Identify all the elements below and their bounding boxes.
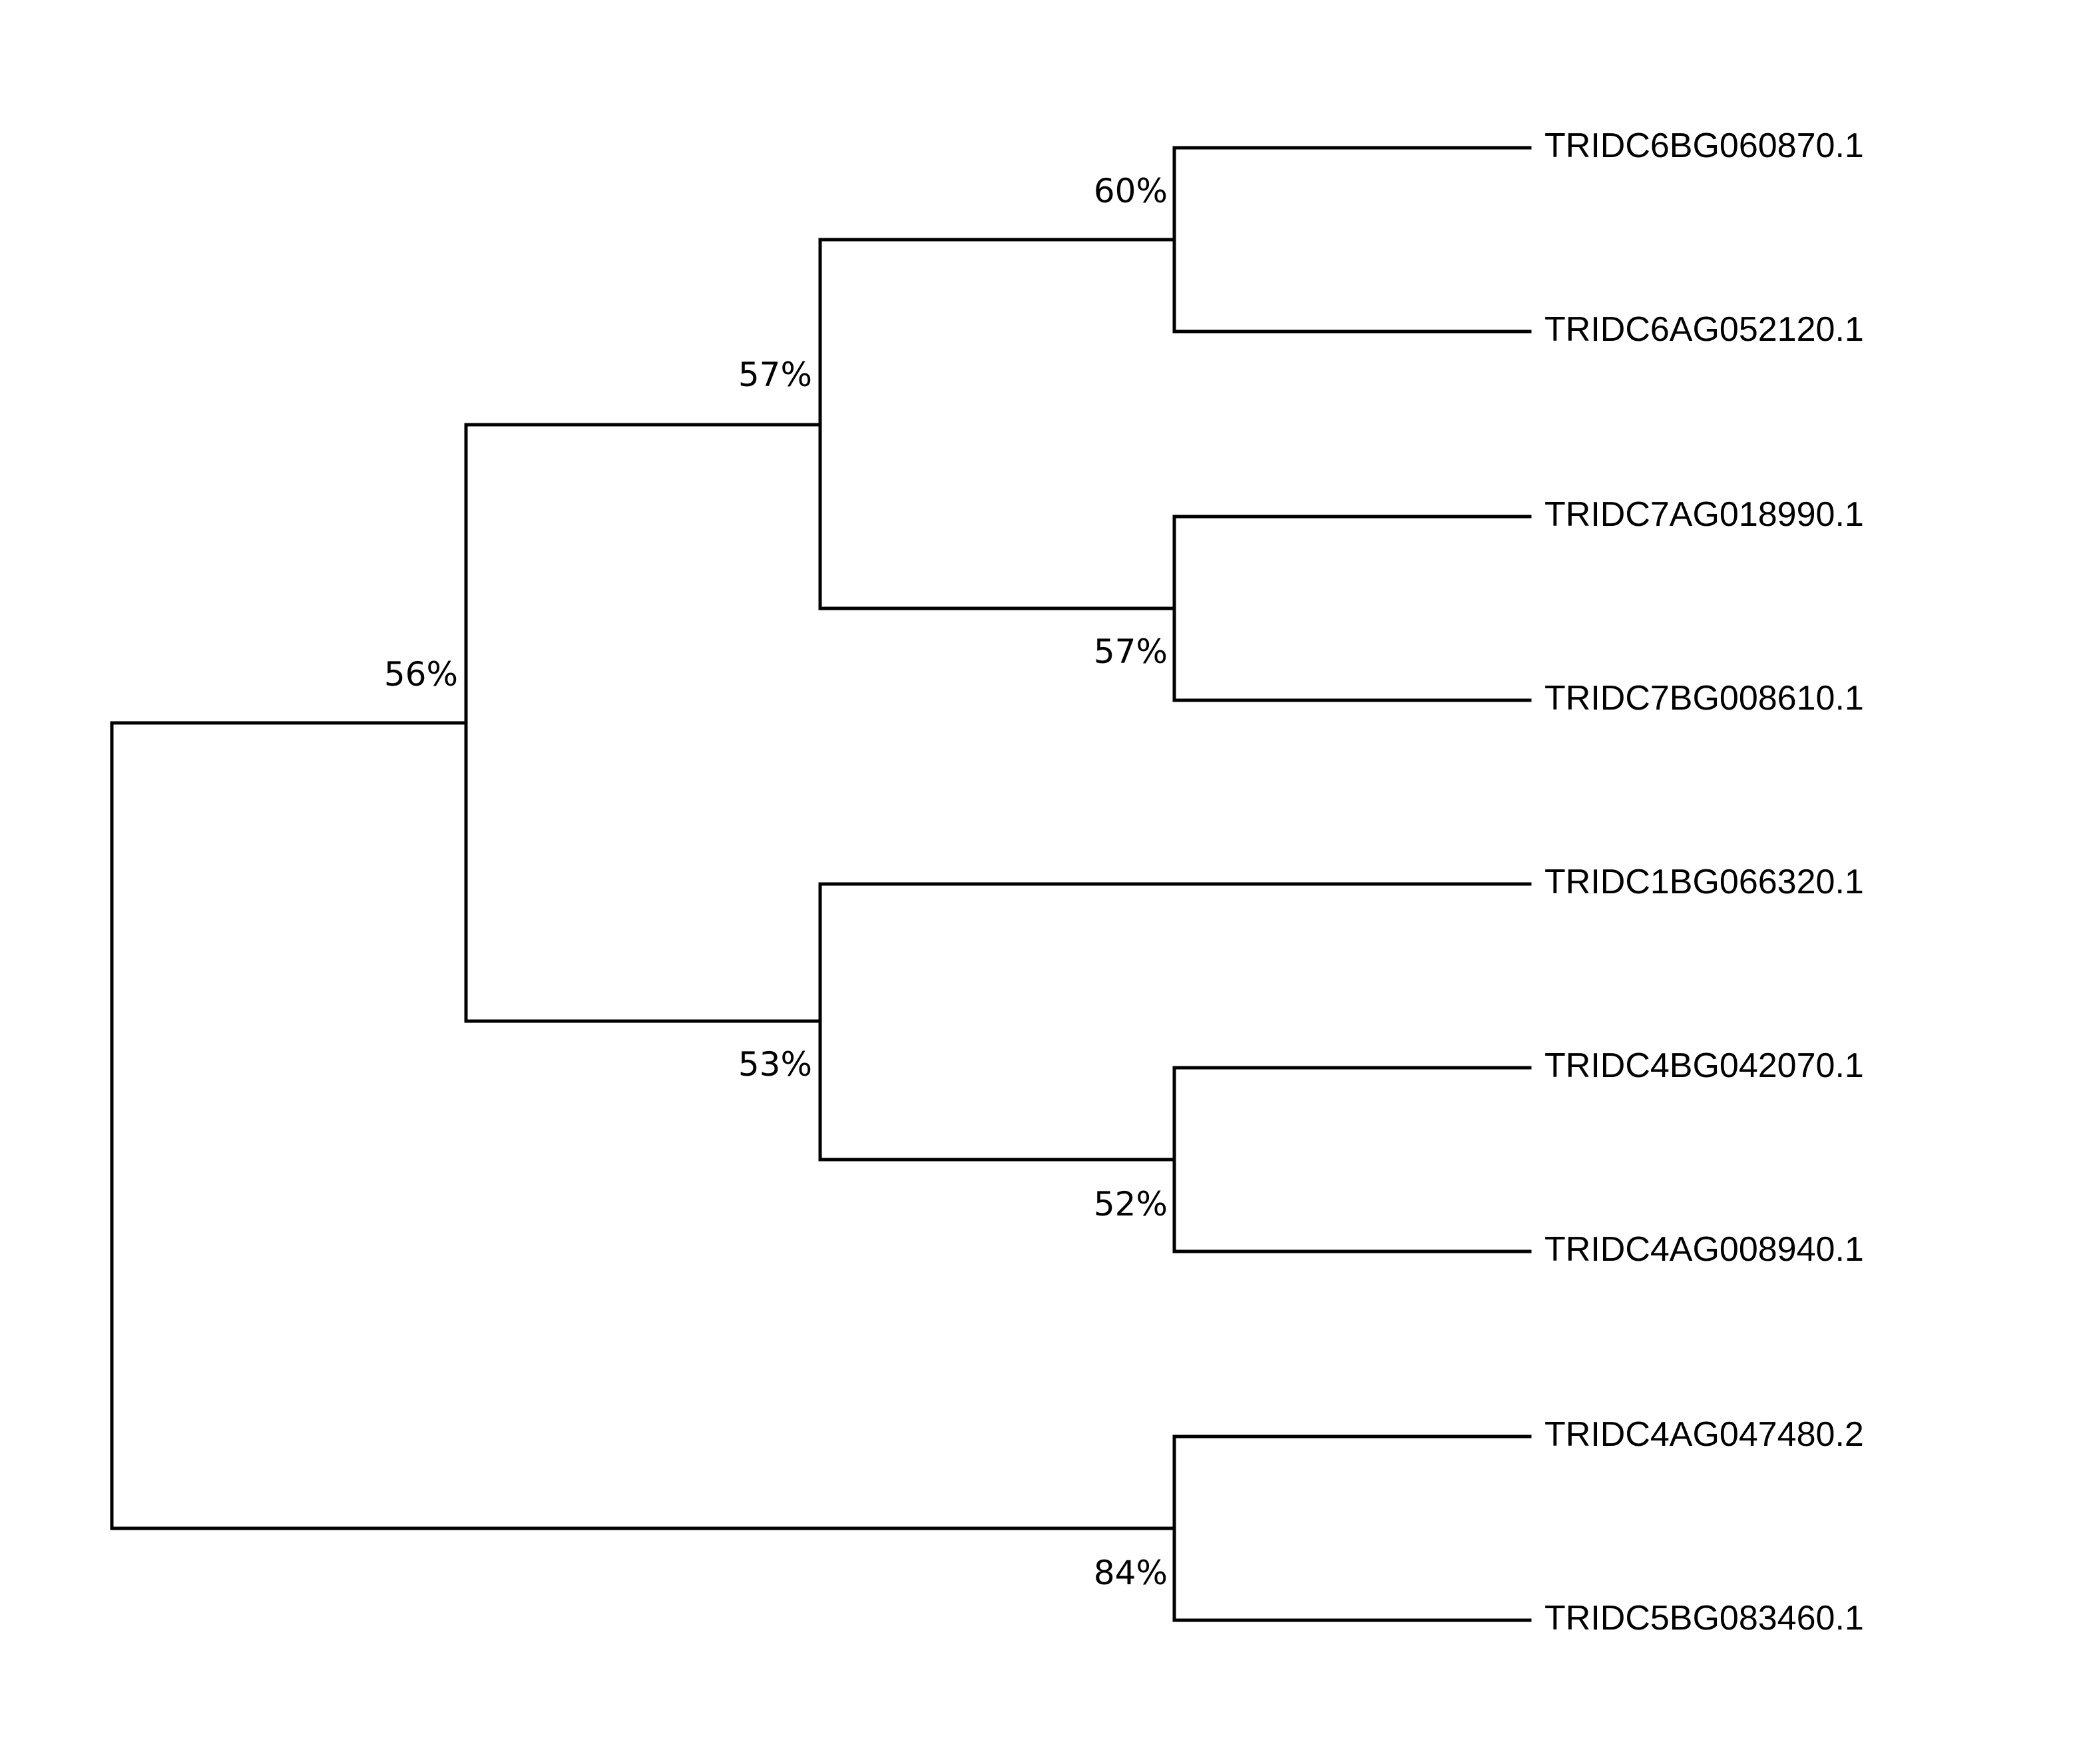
leaf-label: TRIDC5BG083460.1 — [1544, 1599, 1864, 1638]
support-label-clade-6: 60% — [1094, 172, 1168, 210]
leaf-label: TRIDC4AG047480.2 — [1544, 1415, 1864, 1454]
support-label-clade-4: 52% — [1094, 1185, 1168, 1223]
branch-ingroup — [464, 423, 822, 1023]
branch-clade-1-4 — [818, 882, 1532, 1162]
support-label-clade-4a-5b: 84% — [1094, 1554, 1168, 1592]
branch-clade-6 — [1172, 146, 1532, 333]
support-label-ingroup: 56% — [384, 655, 458, 694]
leaf-label: TRIDC6BG060870.1 — [1544, 126, 1864, 165]
leaf-label: TRIDC1BG066320.1 — [1544, 863, 1864, 901]
leaf-label: TRIDC4BG042070.1 — [1544, 1046, 1864, 1085]
branch-clade-4 — [1172, 1066, 1532, 1253]
support-label-clade-1-4: 53% — [738, 1045, 812, 1084]
leaf-label: TRIDC7BG008610.1 — [1544, 679, 1864, 718]
branch-root — [110, 721, 1176, 1530]
leaf-label: TRIDC4AG008940.1 — [1544, 1230, 1864, 1269]
branch-clade-7 — [1172, 515, 1532, 702]
branch-clade-4a-5b — [1172, 1434, 1532, 1622]
support-label-clade-6-7: 57% — [738, 355, 812, 394]
leaf-label: TRIDC6AG052120.1 — [1544, 310, 1864, 349]
branch-clade-6-7 — [818, 238, 1176, 610]
support-label-clade-7: 57% — [1094, 632, 1168, 671]
leaf-label: TRIDC7AG018990.1 — [1544, 495, 1864, 534]
